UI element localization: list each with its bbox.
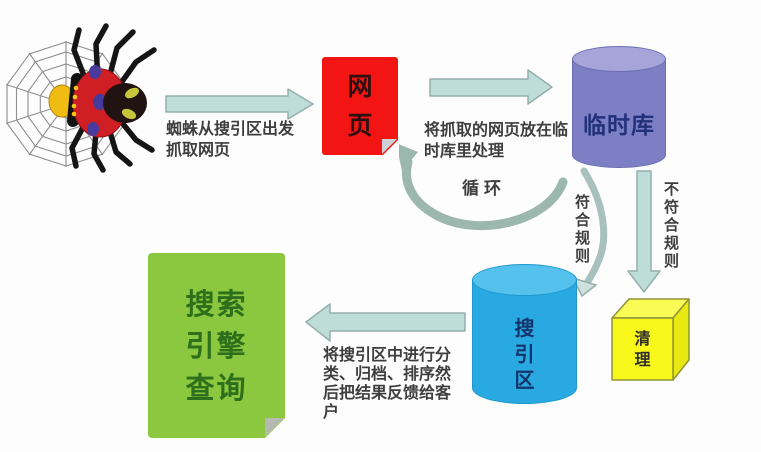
arrow-webpage-to-temp — [429, 69, 553, 105]
node-temp-store-label: 临时库 — [583, 113, 655, 139]
node-temp-store: 临时库 — [572, 46, 666, 168]
cylinder-body — [572, 59, 666, 168]
annotation-loop: 循环 — [462, 179, 506, 199]
annotation-spider: 蜘蛛从搜引区出发 抓取网页 — [166, 119, 295, 159]
cylinder-top — [472, 264, 577, 296]
cylinder-top — [572, 46, 666, 72]
arrow-spider-to-webpage — [165, 88, 314, 120]
node-search-query-label: 搜索引擎查询 — [185, 286, 248, 405]
annotation-result: 将搜引区中进行分 类、归档、排序然 后把结果反馈给客 户 — [323, 345, 452, 421]
annotation-no-match-rule: 不符合规则 — [662, 181, 680, 271]
node-search-query: 搜索引擎查询 — [148, 253, 286, 439]
cylinder-body — [472, 280, 577, 404]
curved-arrow-match — [571, 167, 608, 298]
node-index-zone: 搜引区 — [472, 264, 577, 404]
curved-arrow-loop — [396, 143, 568, 231]
node-webpage-label: 网页 — [347, 72, 373, 140]
node-index-zone-label: 搜引区 — [514, 316, 535, 392]
node-webpage: 网页 — [322, 57, 399, 156]
spider-icon — [48, 23, 157, 173]
arrow-temp-to-cleanup — [627, 170, 661, 293]
annotation-match-rule: 符合规则 — [573, 194, 591, 266]
node-cleanup-label-wrap: 清理 — [612, 320, 673, 378]
node-cleanup-label: 清理 — [634, 329, 651, 369]
annotation-temp-store: 将抓取的网页放在临 时库里处理 — [424, 120, 569, 160]
cleanup-cube — [611, 298, 690, 381]
arrow-index-to-query — [305, 303, 466, 342]
